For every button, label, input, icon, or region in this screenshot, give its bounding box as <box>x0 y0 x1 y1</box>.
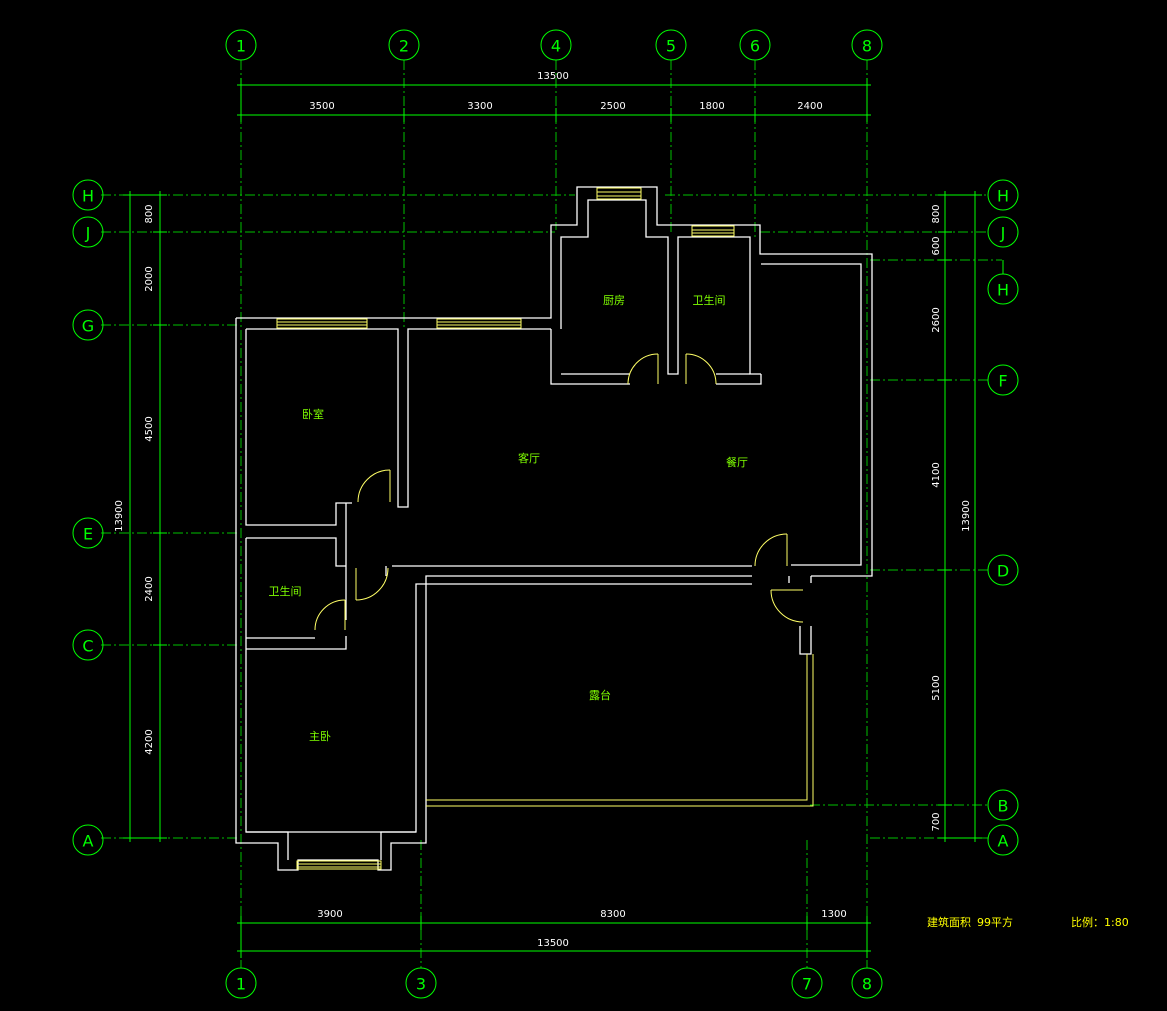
dim-top-1: 3500 <box>309 101 334 112</box>
dim-left-1: 800 <box>144 204 155 223</box>
dim-right-5: 5100 <box>931 675 942 700</box>
dim-right-3: 2600 <box>931 307 942 332</box>
grid-bubbles <box>72 29 1019 999</box>
area-label: 建筑面积 <box>927 915 971 929</box>
dim-left-4: 2400 <box>144 576 155 601</box>
dim-top-4: 1800 <box>699 101 724 112</box>
grid-label-right-a: A <box>998 832 1009 851</box>
dim-bottom-3: 1300 <box>821 909 846 920</box>
grid-label-left-c: C <box>82 637 93 656</box>
grid-label-top-8: 8 <box>862 37 872 56</box>
grid-label-right-f: F <box>998 372 1007 391</box>
dim-top-total: 13500 <box>537 71 569 82</box>
grid-label-bottom-1: 1 <box>236 975 246 994</box>
room-label-dining: 餐厅 <box>726 455 748 469</box>
grid-label-right-b: B <box>998 797 1009 816</box>
scale-label: 比例：1:80 <box>1071 915 1129 929</box>
room-label-balcony: 露台 <box>589 688 611 702</box>
grid-label-top-1: 1 <box>236 37 246 56</box>
area-value: 99平方 <box>977 915 1013 929</box>
grid-label-left-j: J <box>85 224 91 243</box>
dim-bottom-1: 3900 <box>317 909 342 920</box>
room-label-master: 主卧 <box>309 730 331 743</box>
dim-bottom-2: 8300 <box>600 909 625 920</box>
grid-label-left-g: G <box>82 317 94 336</box>
grid-label-top-5: 5 <box>666 37 676 56</box>
dim-top-2: 3300 <box>467 101 492 112</box>
dim-right-4: 4100 <box>931 462 942 487</box>
dim-right-2: 600 <box>931 236 942 255</box>
grid-label-bottom-3: 3 <box>416 975 426 994</box>
dim-left-2: 2000 <box>144 266 155 291</box>
dim-left-total: 13900 <box>114 500 125 532</box>
dim-top-5: 2400 <box>797 101 822 112</box>
dim-left-3: 4500 <box>144 416 155 441</box>
dim-right-6: 700 <box>931 812 942 831</box>
dim-top-3: 2500 <box>600 101 625 112</box>
grid-label-bottom-7: 7 <box>802 975 812 994</box>
doors <box>314 353 804 631</box>
grid-label-left-e: E <box>83 525 93 544</box>
grid-label-left-h: H <box>82 187 94 206</box>
dim-right-1: 800 <box>931 204 942 223</box>
grid-label-top-4: 4 <box>551 37 561 56</box>
grid-label-right-j: J <box>1000 224 1006 243</box>
windows <box>276 187 814 870</box>
room-label-kitchen: 厨房 <box>603 294 625 307</box>
grid-label-right-d: D <box>997 562 1009 581</box>
dim-bottom-total: 13500 <box>537 938 569 949</box>
room-label-bathroom-top: 卫生间 <box>693 293 726 307</box>
room-label-bedroom: 卧室 <box>302 407 324 421</box>
dimension-lines <box>123 78 982 958</box>
dim-left-5: 4200 <box>144 729 155 754</box>
walls <box>235 186 873 871</box>
dim-right-total: 13900 <box>961 500 972 532</box>
grid-label-top-2: 2 <box>399 37 409 56</box>
grid-label-right-h2: H <box>997 281 1009 300</box>
grid-label-top-6: 6 <box>750 37 760 56</box>
grid-label-bottom-8: 8 <box>862 975 872 994</box>
grid-label-right-h: H <box>997 187 1009 206</box>
room-label-living: 客厅 <box>518 451 540 465</box>
grid-label-left-a: A <box>83 832 94 851</box>
room-label-bathroom-left: 卫生间 <box>269 584 302 598</box>
